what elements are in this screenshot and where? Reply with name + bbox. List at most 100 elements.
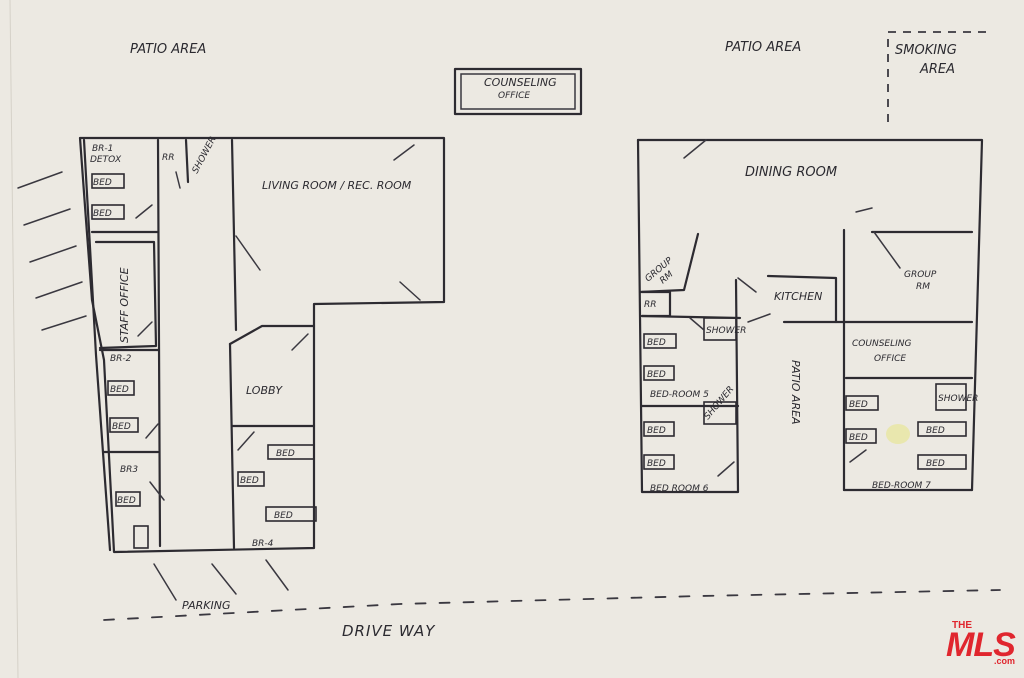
kitchen-wall — [766, 274, 838, 324]
shower-right-3-box — [935, 383, 967, 411]
lobby-top-wall — [228, 324, 316, 346]
right-building: DINING ROOM GROUP RM RR SHOWER BED BED B… — [636, 138, 984, 494]
lobby-label: LOBBY — [246, 384, 283, 397]
bedroom6-door — [717, 461, 735, 477]
staff-office-label: STAFF OFFICE — [118, 267, 131, 343]
bedroom7-bed-2-label: BED — [849, 433, 868, 443]
br4-bed-1-label: BED — [276, 449, 295, 459]
bedroom7-bed-4 — [917, 454, 967, 470]
br4-bed-2 — [237, 471, 265, 487]
living-room-label: LIVING ROOM / REC. ROOM — [262, 179, 412, 192]
patio-area-left-label: PATIO AREA — [130, 42, 206, 57]
br3-bed-2 — [133, 525, 149, 549]
hatch-line-2 — [23, 208, 71, 226]
staff-office-label-group: STAFF OFFICE — [118, 267, 131, 343]
br1-bed-2-label: BED — [93, 209, 112, 219]
bedroom5-label: BED-ROOM 5 — [650, 390, 709, 400]
patio-area-right-label: PATIO AREA — [725, 40, 801, 55]
dining-door-2 — [855, 207, 873, 213]
br2-bed-1 — [107, 380, 135, 396]
br2-label: BR-2 — [110, 354, 132, 364]
smoking-area-boundary — [887, 31, 990, 122]
smoking-area: SMOKING AREA — [887, 31, 990, 122]
detox-label: DETOX — [90, 155, 122, 165]
bedroom6-bed-2-label: BED — [647, 459, 666, 469]
hatch-line-4 — [35, 281, 83, 299]
br4-door — [237, 431, 255, 451]
br1-bed-1-label: BED — [93, 178, 112, 188]
living-room-door-3 — [399, 281, 421, 301]
bedroom7-bed-1-label: BED — [849, 400, 868, 410]
patio-center-label-group: PATIO AREA — [789, 360, 802, 425]
bedroom7-bed-1 — [845, 395, 879, 411]
br2-bed-1-label: BED — [110, 385, 129, 395]
bedroom7-label: BED-ROOM 7 — [872, 481, 931, 491]
bedroom7-bed-4-label: BED — [926, 459, 945, 469]
rr-door — [175, 171, 181, 189]
rr-left-label: RR — [162, 153, 175, 163]
bedroom6-bed-2 — [643, 454, 675, 470]
mls-logo-main: MLS — [946, 626, 1016, 664]
br4-bed-1 — [267, 444, 315, 460]
staff-office-door — [137, 321, 153, 337]
br3-door — [149, 481, 165, 501]
dining-room-label: DINING ROOM — [745, 165, 837, 180]
counseling-office-top-label-1: COUNSELING — [484, 76, 557, 89]
br3-bed-1-label: BED — [117, 496, 136, 506]
bedroom7-bed-2 — [845, 428, 877, 444]
counseling-right-label-1: COUNSELING — [852, 339, 911, 349]
mls-logo-top: THE — [952, 620, 972, 631]
kitchen-door-1 — [737, 277, 757, 293]
br4-bed-3 — [265, 506, 317, 522]
shower-right-1-box — [703, 317, 737, 341]
bedroom7-bed-3 — [917, 421, 967, 437]
br3-bed-1 — [115, 491, 141, 507]
hatch-line-3 — [29, 245, 77, 263]
corridor-wall-right-upper — [230, 138, 238, 332]
bedroom5-door — [689, 317, 705, 331]
rr-right-label: RR — [644, 300, 657, 310]
parking-line-3 — [265, 559, 289, 591]
parking-line-2 — [211, 563, 237, 595]
corridor-wall-right-lower — [228, 342, 236, 550]
counseling-office-top-inner — [460, 73, 576, 110]
br2-door — [145, 423, 159, 439]
bedroom5-bed-2-label: BED — [647, 370, 666, 380]
br2-bed-2 — [109, 417, 139, 433]
parking: PARKING — [153, 559, 289, 612]
hatch-line-5 — [41, 315, 87, 331]
group-rm-right-label-1: GROUP — [904, 270, 937, 280]
living-room-door-2 — [235, 235, 261, 271]
br1-door — [135, 204, 153, 219]
br1-bed-2 — [91, 204, 125, 220]
br1-bed-1 — [91, 173, 125, 189]
corridor-wall-left — [156, 138, 162, 548]
dining-door-1 — [683, 139, 707, 159]
hatch-line-1 — [17, 171, 63, 189]
yellow-mark — [886, 424, 910, 444]
bedroom5-bed-1-label: BED — [647, 338, 666, 348]
mls-logo: THE MLS .com — [946, 618, 1020, 670]
br4-bed-2-label: BED — [240, 476, 259, 486]
left-building-outer-wall-inner — [82, 138, 112, 552]
bedroom7-door — [849, 449, 867, 463]
left-building-outer-wall — [78, 136, 446, 554]
parking-line-1 — [153, 563, 177, 601]
right-building-left-wing-wall — [636, 138, 740, 494]
counseling-right-label-2: OFFICE — [874, 354, 906, 364]
staff-office-wall — [94, 240, 158, 350]
rr-wall — [184, 138, 190, 184]
shower-right-1-label: SHOWER — [706, 326, 746, 336]
br1-label: BR-1 — [92, 144, 113, 154]
br4-bed-3-label: BED — [274, 511, 293, 521]
br2-bed-2-label: BED — [112, 422, 131, 432]
parking-label: PARKING — [182, 599, 230, 612]
bedroom5-bed-2 — [643, 365, 675, 381]
smoking-area-label-1: SMOKING — [895, 43, 957, 58]
br3-label: BR3 — [120, 465, 138, 475]
mls-logo-suffix: .com — [994, 656, 1016, 666]
drive-way-line — [103, 589, 1001, 621]
bedroom6-label: BED ROOM 6 — [650, 484, 709, 494]
bedroom7-bed-3-label: BED — [926, 426, 945, 436]
